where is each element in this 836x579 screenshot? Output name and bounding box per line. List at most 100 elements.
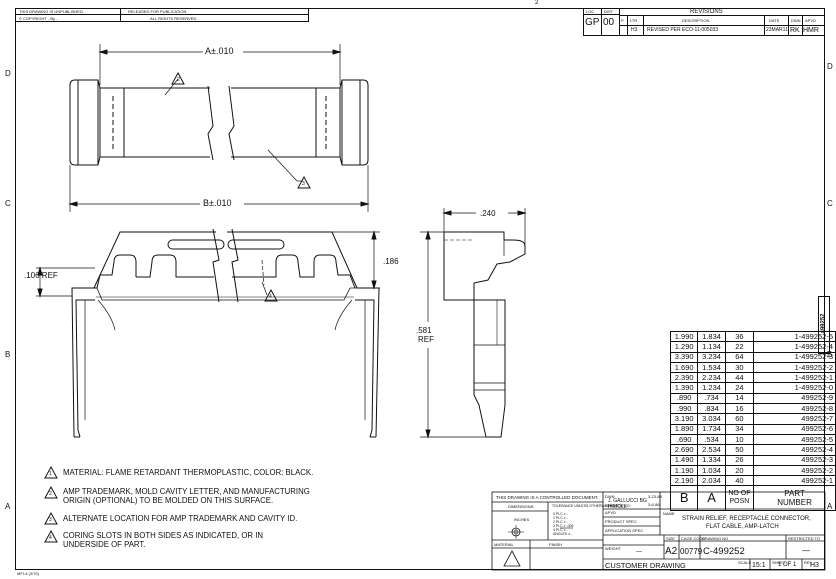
posn-cell: 44 [724,372,755,384]
callout-2: 2 [177,77,180,83]
dim-a-cell: 2.034 [697,475,726,487]
dim-a: A±.010 [205,46,234,56]
part-number-cell: 499252-6 [753,423,836,435]
tolerance-1: 1 PLC ± - [553,516,568,520]
chk-name: H.MOLL [608,504,627,510]
controlled-doc: THIS DRAWING IS A CONTROLLED DOCUMENT. [496,495,599,500]
part-name-line1: STRAIN RELIEF, RECEPTACLE CONNECTOR, [682,516,811,522]
posn-cell: 36 [724,330,755,343]
note-4-line2: UNDERSIDE OF PART. [63,540,146,549]
dim-581-ref: REF [418,335,434,344]
zone-left-a: A [5,502,11,511]
dim-b-cell: 1.990 [669,330,699,343]
copyright-note: © COPYRIGHT - By - [19,16,58,21]
weight-label: WEIGHT [605,546,621,551]
front-view [36,228,380,438]
posn-cell: 10 [724,433,755,446]
posn-cell: 60 [724,413,755,425]
cage-value: 00779 [680,547,703,556]
dwn-label: DWN [605,494,615,499]
note-4-line1: CORING SLOTS IN BOTH SIDES AS INDICATED,… [63,531,264,540]
unpublished-note: THIS DRAWING IS UNPUBLISHED. [19,9,84,14]
parts-footer-posn: NO OF POSN [724,485,755,512]
dim-b-cell: 1.290 [669,341,699,353]
dim-a-cell: .834 [697,403,726,415]
name-label: NAME [663,511,675,516]
parts-footer-part: PART NUMBER [753,485,836,512]
part-number-cell: 499252-9 [753,392,836,405]
tolerance-3: 3 PLC ± .005 [553,524,574,528]
size-value: A2 [665,546,678,557]
dimensions-label: DIMENSIONS: [508,504,535,509]
drawing-frame [15,8,825,570]
part-number-cell: 499252-1 [753,475,836,487]
note-1: MATERIAL: FLAME RETARDANT THERMOPLASTIC,… [63,468,314,477]
part-number-cell: 499252-7 [753,413,836,425]
rev-hdr-dwn: DWN [791,18,801,23]
callout-3: 3 [302,181,305,187]
posn-cell: 30 [724,361,755,374]
part-name-line2: FLAT CABLE, AMP-LATCH [706,524,779,530]
rev-label: REV [804,560,813,565]
revisions-block [583,8,825,36]
rev-hdr-desc: DESCRIPTION [682,18,710,23]
note-triangles [44,465,58,543]
part-number-cell: 1-499252-5 [753,330,836,343]
note-2-line2: ORIGIN (OPTIONAL) TO BE MOLDED ON THIS S… [63,496,274,505]
chk-label: CHK [605,503,614,508]
chk-date: 3-6-86 [648,502,660,507]
dim-b-cell: 2.690 [669,444,699,456]
footer-code: MFI-4 (3/70) [17,571,40,576]
rev-date: 23MAR11 [766,27,788,33]
zone-left-d: D [5,69,11,78]
rev-hdr-date: DATE [769,18,780,23]
weight-value: — [636,549,642,555]
released-note: RELEASED FOR PUBLICATION [128,9,187,14]
rev-ltr: H3 [631,27,638,33]
dwn-date: 3-23-88 [648,494,662,499]
rev-hdr-apvd: APVD [805,18,816,23]
dim-a-cell: 2.534 [697,444,726,456]
application-spec-label: APPLICATION SPEC [605,528,644,533]
posn-cell: 26 [724,454,755,466]
note-1-number: 1 [49,471,52,477]
posn-cell: 16 [724,403,755,415]
tolerance-4: 4 PLC ± - [553,528,568,532]
part-number-cell: 499252-5 [753,433,836,446]
tolerance-0: 0 PLC ± - [553,512,568,516]
dim-581: .581 [416,326,432,335]
note-3-number: 3 [49,517,52,523]
title-block-lines [491,491,826,571]
posn-cell: 40 [724,475,755,487]
drawing-number: C-499252 [703,546,745,557]
dim-a-cell: 3.234 [697,351,726,363]
rev-value: H3 [810,562,819,569]
dim-186: .186 [383,257,399,266]
dim-a-cell: 1.134 [697,341,726,353]
part-number-cell: 499252-2 [753,464,836,477]
dim-b-cell: 1.490 [669,454,699,466]
dim-a-cell: 1.234 [697,382,726,394]
part-number-cell: 1-499252-4 [753,341,836,353]
scale-label: SCALE [738,560,752,565]
tolerance-label: TOLERANCE UNLESS OTHERWISE SPECIFIED: [552,504,631,508]
customer-drawing: CUSTOMER DRAWING [605,561,686,570]
dim-b-cell: 1.190 [669,464,699,477]
dim-a-cell: 1.834 [697,330,726,343]
dim-b-cell: 2.390 [669,372,699,384]
callout-4: 4 [269,294,272,300]
note-4-number: 4 [49,535,52,541]
note-3: ALTERNATE LOCATION FOR AMP TRADEMARK AND… [63,514,298,523]
dim-b-cell: 3.190 [669,413,699,425]
zone-left-c: C [5,199,11,208]
